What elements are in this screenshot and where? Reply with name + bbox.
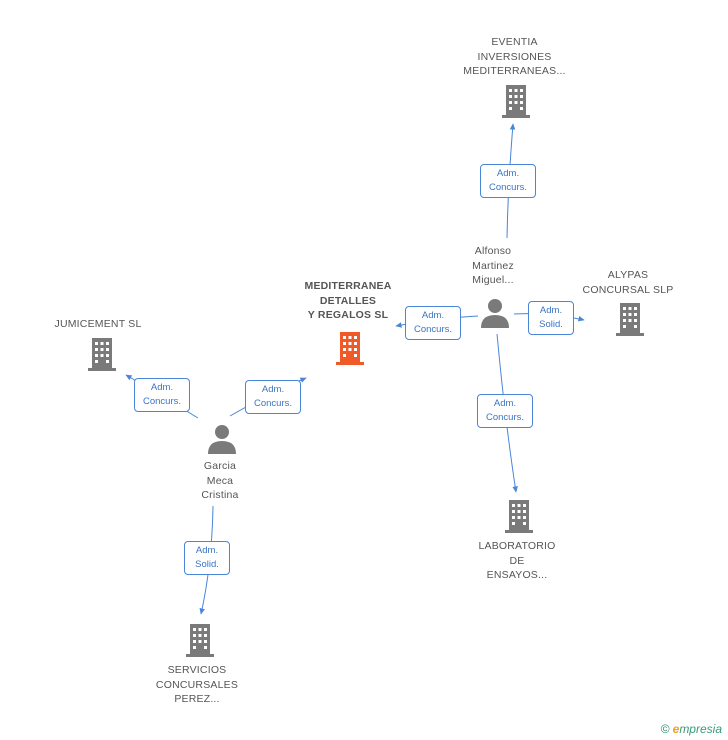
building-icon[interactable] [502,85,530,118]
badge-line: Adm. [421,310,445,321]
label-line: CONCURSAL SLP [582,283,674,296]
edge-badge-alfonso-eventia[interactable]: Adm. Concurs. [480,164,536,198]
label-line: Meca [206,474,234,487]
building-icon[interactable] [616,303,644,336]
person-icon[interactable] [481,299,509,328]
badge-line: Adm. [150,382,174,393]
copyright-symbol: © [660,722,670,736]
person-label-alfonso[interactable]: Alfonso Martinez Miguel... [453,244,533,288]
badge-line: Concurs. [488,182,527,193]
label-line: ENSAYOS... [486,569,548,581]
label-line: SERVICIOS [167,664,227,676]
edge-badge-alfonso-mediterranea[interactable]: Adm. Concurs. [405,306,461,340]
brand-logo-initial: e [672,722,680,736]
company-label-servicios[interactable]: SERVICIOS CONCURSALES PEREZ... [142,663,252,707]
label-line: MEDITERRANEA [304,280,392,292]
label-line: MEDITERRANEAS... [463,65,566,77]
label-line: PEREZ... [174,693,220,705]
company-label-eventia[interactable]: EVENTIA INVERSIONES MEDITERRANEAS... [452,35,577,79]
badge-line: Adm. [195,545,219,556]
label-line: Y REGALOS SL [307,309,389,321]
edge-badge-garcia-mediterranea[interactable]: Adm. Concurs. [245,380,301,414]
label-line: JUMICEMENT SL [54,318,142,330]
label-line: Miguel... [472,274,514,286]
badge-line: Concurs. [142,396,181,407]
company-label-alypas[interactable]: ALYPAS CONCURSAL SLP [573,268,683,297]
label-line: EVENTIA [491,36,538,48]
label-line: Martinez [472,259,514,272]
badge-line: Concurs. [485,412,524,423]
brand-logo-text: mpresia [679,722,722,736]
edge-badge-alfonso-alypas[interactable]: Adm. Solid. [528,301,574,335]
badge-line: Solid. [539,319,563,330]
edge-badge-garcia-servicios[interactable]: Adm. Solid. [184,541,230,575]
badge-line: Concurs. [253,398,292,409]
label-line: DE [509,554,525,567]
label-line: CONCURSALES [155,678,239,691]
brand-footer[interactable]: ©empresia [661,722,722,736]
badge-line: Adm. [496,168,520,179]
label-line: Alfonso [474,245,512,257]
building-icon[interactable] [186,624,214,657]
main-company-building-icon[interactable] [336,332,364,365]
label-line: Cristina [201,489,239,501]
company-label-jumicement[interactable]: JUMICEMENT SL [43,317,153,332]
label-line: LABORATORIO [478,540,556,552]
badge-line: Solid. [195,559,219,570]
label-line: INVERSIONES [477,50,552,63]
badge-line: Adm. [261,384,285,395]
label-line: DETALLES [319,294,377,307]
edge-badge-garcia-jumicement[interactable]: Adm. Concurs. [134,378,190,412]
company-label-laboratorio[interactable]: LABORATORIO DE ENSAYOS... [462,539,572,583]
person-label-garcia[interactable]: Garcia Meca Cristina [180,459,260,503]
label-line: Garcia [203,460,237,472]
building-icon[interactable] [505,500,533,533]
building-icon[interactable] [88,338,116,371]
label-line: ALYPAS [607,269,649,281]
badge-line: Adm. [539,305,563,316]
edge-badge-alfonso-laboratorio[interactable]: Adm. Concurs. [477,394,533,428]
person-icon[interactable] [208,425,236,454]
badge-line: Adm. [493,398,517,409]
main-company-label[interactable]: MEDITERRANEA DETALLES Y REGALOS SL [292,279,404,323]
badge-line: Concurs. [413,324,452,335]
